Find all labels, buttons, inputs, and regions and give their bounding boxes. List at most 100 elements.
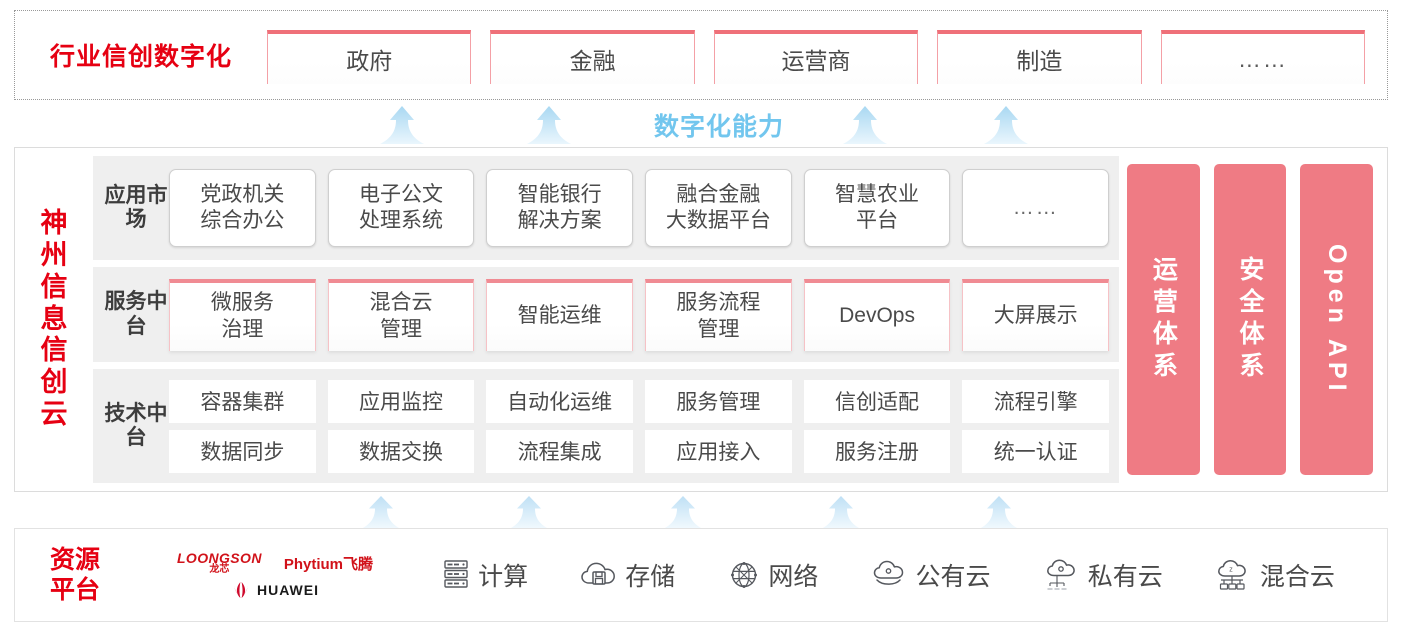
app-card-smart-bank[interactable]: 智能银行 解决方案	[486, 168, 634, 247]
cloud-title-char: 信	[40, 271, 68, 302]
server-icon	[441, 558, 471, 592]
card-label: 融合金融 大数据平台	[665, 182, 771, 232]
service-card-devops[interactable]: DevOps	[803, 278, 951, 351]
cloud-title-char: 创	[40, 367, 68, 398]
cloud-title-char: 息	[40, 303, 68, 334]
resource-platform-panel: 资源 平台 LOONGSON 龙芯 Phytium飞腾	[14, 528, 1388, 622]
tech-card-service-registry[interactable]: 服务注册	[803, 429, 951, 473]
industry-tab-manufacturing[interactable]: 制造	[937, 30, 1142, 84]
industry-tab-list: 政府 金融 运营商 制造 ……	[267, 11, 1387, 99]
resource-item-compute[interactable]: 计算	[441, 557, 528, 593]
resource-item-label: 网络	[768, 563, 819, 591]
pillar-label: 安全体系	[1236, 255, 1264, 384]
app-card-finance-bigdata[interactable]: 融合金融 大数据平台	[645, 168, 792, 247]
up-arrow-icon	[843, 106, 887, 144]
tech-card-row: 容器集群 应用监控 自动化运维 服务管理 信创适配 流程引擎	[169, 379, 1110, 423]
card-label: 党政机关 综合办公	[200, 182, 285, 232]
tech-card-row: 数据同步 数据交换 流程集成 应用接入 服务注册 统一认证	[169, 429, 1110, 473]
industry-tab-telecom[interactable]: 运营商	[713, 30, 919, 84]
industry-band-title: 行业信创数字化	[49, 43, 232, 71]
tech-card-data-exchange[interactable]: 数据交换	[327, 429, 475, 473]
resource-title-line: 平台	[49, 576, 100, 604]
card-label: ……	[1012, 195, 1059, 219]
service-card-microservice-governance[interactable]: 微服务 治理	[169, 278, 316, 351]
app-card-more[interactable]: ……	[962, 168, 1110, 247]
hybrid-cloud-icon: z	[1215, 559, 1253, 591]
industry-tab-finance[interactable]: 金融	[490, 30, 695, 84]
resource-item-private-cloud[interactable]: 私有云	[1043, 557, 1163, 593]
pillar-open-api[interactable]: Open API	[1300, 164, 1374, 475]
private-cloud-icon	[1043, 559, 1081, 591]
tech-card-container-cluster[interactable]: 容器集群	[169, 379, 316, 423]
industry-tab-more[interactable]: ……	[1160, 30, 1366, 84]
resource-item-public-cloud[interactable]: 公有云	[871, 557, 991, 593]
resource-item-label: 存储	[625, 563, 676, 591]
up-arrow-icon	[359, 496, 403, 530]
cloud-title-char: 信	[40, 335, 68, 366]
service-card-dashboard[interactable]: 大屏展示	[962, 278, 1110, 351]
tier-service-platform: 服务中台 微服务 治理 混合云 管理 智能运维 服务流程 管理	[93, 266, 1119, 363]
app-card-government-office[interactable]: 党政机关 综合办公	[169, 168, 316, 247]
app-market-card-list: 党政机关 综合办公 电子公文 处理系统 智能银行 解决方案 融合金融 大数据平台	[169, 156, 1110, 260]
app-card-smart-agriculture[interactable]: 智慧农业 平台	[803, 168, 951, 247]
resource-item-label: 混合云	[1259, 563, 1335, 591]
industry-tab-government[interactable]: 政府	[267, 30, 472, 84]
tech-card-process-engine[interactable]: 流程引擎	[962, 379, 1110, 423]
tech-card-process-integration[interactable]: 流程集成	[486, 429, 634, 473]
cloud-title-char: 云	[40, 399, 68, 430]
tier-app-market: 应用市场 党政机关 综合办公 电子公文 处理系统 智能银行 解决方案 融合金融 …	[93, 156, 1119, 260]
tech-card-data-sync[interactable]: 数据同步	[169, 429, 316, 473]
resource-item-storage[interactable]: 存储	[580, 557, 675, 593]
cloud-storage-icon	[580, 559, 618, 591]
loongson-logo: LOONGSON 龙芯	[177, 551, 262, 575]
industry-band: 行业信创数字化 政府 金融 运营商 制造 ……	[14, 10, 1388, 100]
cloud-title-char: 神	[40, 207, 68, 238]
tech-card-xinchuang-adaptation[interactable]: 信创适配	[803, 379, 951, 423]
resource-item-hybrid-cloud[interactable]: z 混合云	[1215, 557, 1335, 593]
service-card-hybrid-cloud-mgmt[interactable]: 混合云 管理	[327, 278, 475, 351]
network-icon	[727, 559, 761, 591]
tier-label-service-platform: 服务中台	[104, 290, 168, 338]
service-card-process-mgmt[interactable]: 服务流程 管理	[645, 278, 792, 351]
app-card-edoc-system[interactable]: 电子公文 处理系统	[327, 168, 475, 247]
digital-capability-band: 数字化能力	[14, 102, 1388, 144]
up-arrow-icon	[661, 496, 705, 530]
card-label: 智能运维	[517, 304, 602, 328]
pillar-label: 运营体系	[1149, 255, 1178, 384]
loongson-logo-text: LOONGSON	[176, 550, 262, 566]
cloud-title-char: 州	[40, 239, 68, 270]
cloud-platform-panel: 神 州 信 息 信 创 云 应用市场 党政机关 综合办公 电子公文 处理系统	[14, 147, 1388, 492]
up-arrow-icon	[977, 496, 1021, 530]
card-label: 电子公文 处理系统	[359, 182, 443, 232]
resource-uplink-band	[14, 494, 1388, 530]
up-arrow-icon	[380, 106, 424, 144]
phytium-logo: Phytium飞腾	[283, 555, 374, 573]
resource-item-label: 计算	[478, 563, 529, 591]
resource-item-label: 私有云	[1087, 563, 1163, 591]
tier-label-app-market: 应用市场	[104, 183, 168, 231]
tech-card-app-access[interactable]: 应用接入	[645, 429, 792, 473]
service-card-intelligent-ops[interactable]: 智能运维	[486, 278, 634, 351]
tier-tech-platform: 技术中台 容器集群 应用监控 自动化运维 服务管理 信创适配 流程引擎 数据同步	[93, 369, 1119, 483]
tech-card-app-monitoring[interactable]: 应用监控	[327, 379, 475, 423]
tech-card-unified-auth[interactable]: 统一认证	[962, 429, 1110, 473]
pillar-label: Open API	[1323, 243, 1352, 396]
card-label: 服务流程 管理	[676, 291, 761, 341]
pillar-operations-system[interactable]: 运营体系	[1127, 164, 1200, 475]
resource-item-list: 计算 存储	[415, 557, 1387, 593]
resource-item-network[interactable]: 网络	[727, 557, 818, 593]
svg-text:z: z	[1229, 567, 1233, 574]
pillar-list: 运营体系 安全体系 Open API	[1127, 156, 1377, 483]
resource-platform-title: 资源 平台	[15, 545, 135, 605]
loongson-logo-subtext: 龙芯	[209, 564, 230, 575]
vendor-logo-row: HUAWEI	[231, 581, 319, 599]
tech-card-service-mgmt[interactable]: 服务管理	[645, 379, 792, 423]
up-arrow-icon	[984, 106, 1028, 144]
resource-item-label: 公有云	[915, 563, 991, 591]
huawei-logo: HUAWEI	[231, 581, 319, 599]
tech-card-automated-ops[interactable]: 自动化运维	[486, 379, 634, 423]
card-label: 混合云 管理	[369, 291, 433, 341]
tech-card-grid: 容器集群 应用监控 自动化运维 服务管理 信创适配 流程引擎 数据同步 数据交换…	[169, 369, 1110, 483]
pillar-security-system[interactable]: 安全体系	[1213, 164, 1287, 475]
